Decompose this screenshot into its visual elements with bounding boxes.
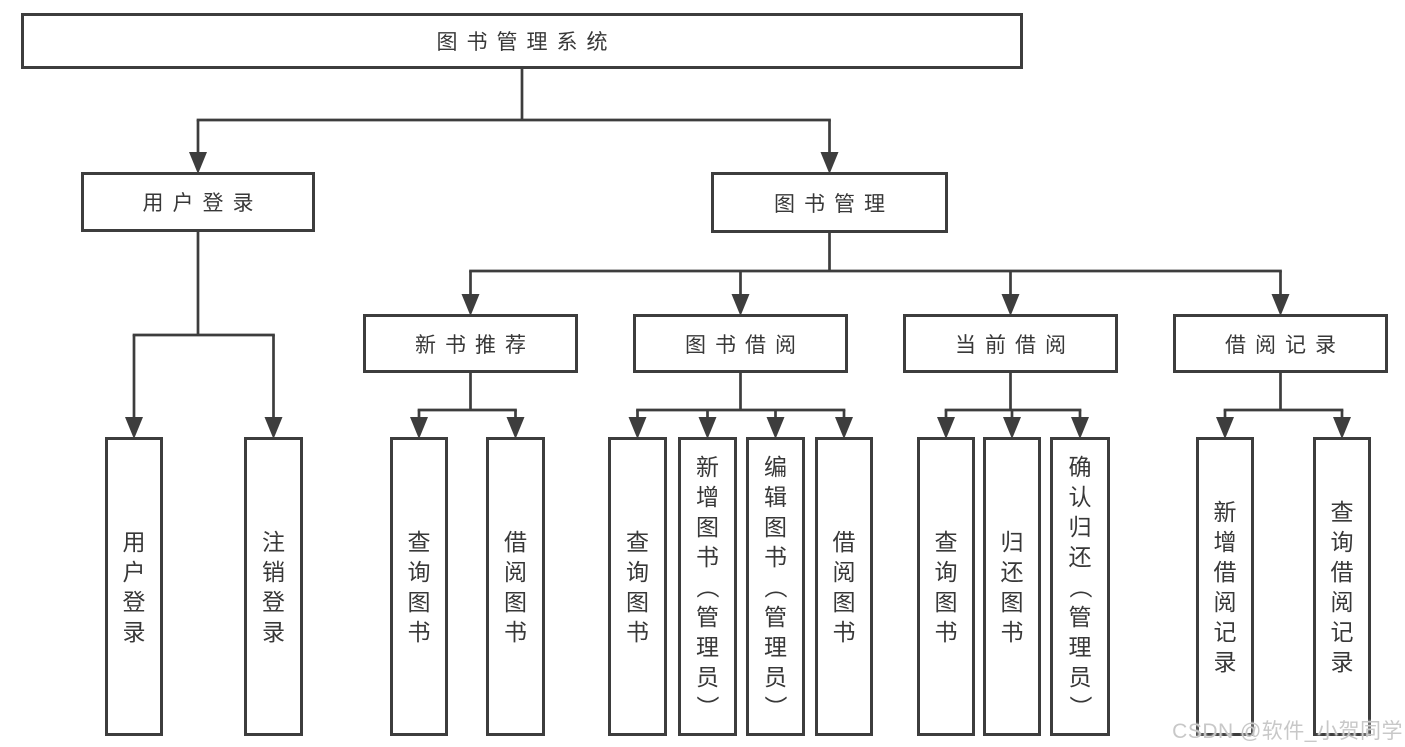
- node-br-query: 查询借阅记录: [1313, 437, 1371, 736]
- arrowhead-icon: [410, 417, 428, 439]
- node-logout-leaf: 注销登录: [244, 437, 303, 736]
- node-label-current-borrow: 当前借阅: [955, 333, 1075, 357]
- node-current-borrow: 当前借阅: [903, 314, 1118, 373]
- arrowhead-icon: [506, 417, 525, 439]
- node-bb-edit: 编辑图书（管理员）: [746, 437, 805, 736]
- watermark: CSDN @软件_小贺同学: [1172, 720, 1403, 743]
- node-label-bb-query: 查询图书: [626, 528, 649, 645]
- node-book-mgmt: 图书管理: [711, 172, 948, 233]
- arrowhead-icon: [125, 417, 143, 439]
- node-book-borrow: 图书借阅: [633, 314, 848, 373]
- node-label-root: 图书管理系统: [436, 31, 617, 54]
- node-label-bb-edit: 编辑图书（管理员）: [762, 453, 789, 719]
- node-label-cb-confirm: 确认归还（管理员）: [1067, 453, 1093, 719]
- node-label-br-add: 新增借阅记录: [1213, 498, 1237, 675]
- node-br-add: 新增借阅记录: [1196, 437, 1254, 736]
- node-label-nbr-borrow: 借阅图书: [504, 528, 527, 645]
- node-label-book-mgmt: 图书管理: [774, 192, 894, 216]
- arrowhead-icon: [835, 417, 853, 439]
- arrowhead-icon: [1333, 417, 1351, 439]
- arrowhead-icon: [766, 417, 785, 439]
- node-bb-borrow: 借阅图书: [815, 437, 873, 736]
- node-label-nbr-query: 查询图书: [407, 528, 431, 645]
- arrowhead-icon: [731, 294, 750, 316]
- node-root: 图书管理系统: [21, 13, 1023, 69]
- arrowhead-icon: [1071, 417, 1089, 439]
- arrowhead-icon: [189, 152, 207, 174]
- node-label-user-login: 用户登录: [142, 192, 263, 215]
- arrowhead-icon: [1271, 294, 1290, 316]
- node-bb-query: 查询图书: [608, 437, 667, 736]
- node-cb-return: 归还图书: [983, 437, 1041, 736]
- node-bb-add: 新增图书（管理员）: [678, 437, 737, 736]
- node-label-new-book-rec: 新书推荐: [415, 333, 535, 357]
- node-borrow-records: 借阅记录: [1173, 314, 1388, 373]
- node-nbr-borrow: 借阅图书: [486, 437, 545, 736]
- arrowhead-icon: [820, 152, 839, 174]
- node-label-bb-add: 新增图书（管理员）: [694, 453, 721, 719]
- node-label-logout-leaf: 注销登录: [262, 528, 285, 645]
- node-label-cb-return: 归还图书: [1000, 528, 1024, 645]
- node-label-cb-query: 查询图书: [934, 528, 958, 645]
- node-label-login-leaf: 用户登录: [122, 528, 146, 645]
- node-label-book-borrow: 图书借阅: [685, 333, 805, 357]
- node-cb-query: 查询图书: [917, 437, 975, 736]
- arrowhead-icon: [698, 417, 717, 439]
- node-label-bb-borrow: 借阅图书: [832, 528, 856, 645]
- node-nbr-query: 查询图书: [390, 437, 448, 736]
- node-label-br-query: 查询借阅记录: [1330, 498, 1354, 675]
- arrowhead-icon: [628, 417, 647, 439]
- node-login-leaf: 用户登录: [105, 437, 163, 736]
- node-user-login: 用户登录: [81, 172, 315, 232]
- arrowhead-icon: [461, 294, 480, 316]
- arrowhead-icon: [1003, 417, 1021, 439]
- node-cb-confirm: 确认归还（管理员）: [1050, 437, 1110, 736]
- node-new-book-rec: 新书推荐: [363, 314, 578, 373]
- arrowhead-icon: [1001, 294, 1020, 316]
- arrowhead-icon: [1216, 417, 1234, 439]
- arrowhead-icon: [264, 417, 283, 439]
- arrowhead-icon: [937, 417, 955, 439]
- node-label-borrow-records: 借阅记录: [1225, 333, 1345, 357]
